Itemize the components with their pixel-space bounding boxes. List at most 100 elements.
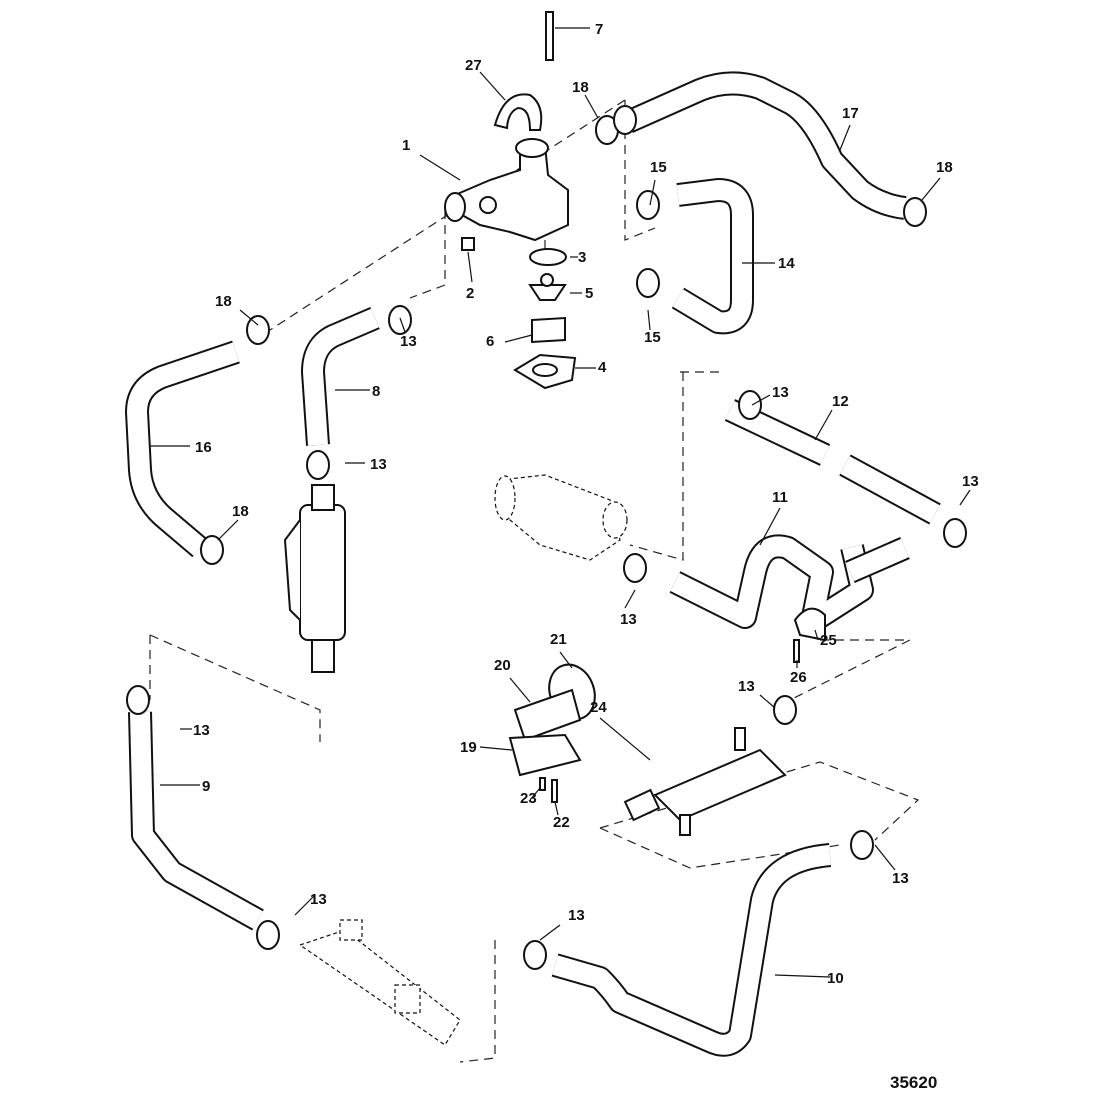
- callout-label: 1: [402, 137, 410, 154]
- callout-6: 6: [486, 333, 533, 350]
- callout-label: 15: [650, 159, 667, 176]
- callout-10: 10: [774, 970, 844, 987]
- callout-12: 12: [814, 393, 849, 441]
- figure-number: 35620: [890, 1073, 937, 1092]
- callout-19: 19: [460, 739, 513, 756]
- callout-label: 26: [790, 669, 807, 686]
- callout-label: 25: [820, 632, 837, 649]
- leader-line: [774, 974, 831, 978]
- hose-clamp: [738, 390, 762, 420]
- hose-clamp: [388, 305, 412, 335]
- hose-10: [551, 843, 832, 1057]
- callout-label: 21: [550, 631, 567, 648]
- gasket-4: [513, 353, 577, 390]
- hose-clamp: [773, 695, 797, 725]
- callout-label: 11: [772, 489, 788, 506]
- callout-26: 26: [790, 660, 807, 686]
- hose-clamp: [636, 268, 660, 298]
- callout-17: 17: [839, 105, 859, 151]
- screw-26: [793, 639, 800, 663]
- bolt-7: [545, 11, 554, 61]
- leader-line: [584, 94, 599, 119]
- callout-label: 13: [738, 678, 755, 695]
- seal-3: [529, 248, 567, 266]
- callout-9: 9: [160, 778, 210, 795]
- shield-25: [793, 607, 826, 642]
- callout-22: 22: [553, 801, 570, 831]
- hose-clamps: [126, 105, 967, 970]
- callout-3: 3: [570, 249, 586, 266]
- hose-clamp: [850, 830, 874, 860]
- callout-label: 4: [598, 359, 607, 376]
- callout-11: 11: [759, 489, 788, 546]
- callout-15: 15: [649, 159, 667, 206]
- hose-11-branch: [845, 537, 910, 583]
- leader-line: [921, 177, 941, 201]
- callout-label: 8: [372, 383, 380, 400]
- hose-clamp: [613, 105, 637, 135]
- callout-label: 2: [466, 285, 474, 302]
- callout-label: 9: [202, 778, 210, 795]
- callout-15: 15: [644, 309, 661, 346]
- leader-line: [529, 787, 541, 801]
- hose-clamp: [903, 197, 927, 227]
- callout-5: 5: [570, 285, 593, 302]
- hose-9: [128, 711, 264, 931]
- callout-label: 13: [568, 907, 585, 924]
- callout-label: 13: [892, 870, 909, 887]
- callout-13: 13: [294, 891, 327, 916]
- callout-label: 18: [572, 79, 589, 96]
- hose-17: [623, 71, 907, 220]
- callout-label: 16: [195, 439, 212, 456]
- callout-23: 23: [520, 787, 541, 807]
- leader-line: [239, 309, 259, 326]
- leader-line: [479, 71, 506, 101]
- callout-label: 19: [460, 739, 477, 756]
- hose-14: [671, 178, 754, 335]
- callout-label: 23: [520, 790, 537, 807]
- hose-8: [301, 306, 380, 446]
- callout-18: 18: [217, 503, 249, 541]
- cooler-cylinder: [283, 484, 346, 673]
- pump-ghost: [494, 474, 628, 561]
- callout-18: 18: [215, 293, 259, 326]
- callout-label: 24: [590, 699, 607, 716]
- callout-label: 22: [553, 814, 570, 831]
- callout-13: 13: [738, 678, 776, 709]
- leader-line: [559, 651, 573, 669]
- leader-line: [624, 589, 636, 609]
- leader-line: [959, 489, 971, 506]
- leader-line: [554, 801, 559, 816]
- callout-14: 14: [742, 255, 795, 272]
- callout-label: 13: [370, 456, 387, 473]
- leader-line: [814, 409, 833, 441]
- callout-label: 15: [644, 329, 661, 346]
- leader-line: [294, 894, 316, 916]
- leader-line: [539, 924, 561, 941]
- callout-13: 13: [751, 384, 789, 406]
- callout-13: 13: [345, 456, 387, 473]
- hose-11: [669, 534, 874, 634]
- callout-24: 24: [590, 699, 651, 761]
- callout-label: 12: [832, 393, 849, 410]
- hose-clamp: [200, 535, 224, 565]
- exhaust-ghost: [298, 919, 461, 1046]
- callout-8: 8: [335, 383, 380, 400]
- leader-line: [647, 309, 651, 331]
- leader-line: [217, 519, 239, 541]
- callout-21: 21: [550, 631, 573, 669]
- hose-clamp: [256, 920, 280, 950]
- leader-line: [479, 746, 513, 751]
- callout-25: 25: [814, 629, 837, 649]
- hose-clamp: [126, 685, 150, 715]
- plug-2: [461, 237, 475, 251]
- callout-13: 13: [180, 722, 210, 739]
- callout-label: 10: [827, 970, 844, 987]
- leader-line: [509, 677, 531, 703]
- callout-18: 18: [921, 159, 953, 201]
- callout-label: 3: [578, 249, 586, 266]
- callout-13: 13: [959, 473, 979, 506]
- hose-clamp: [306, 450, 330, 480]
